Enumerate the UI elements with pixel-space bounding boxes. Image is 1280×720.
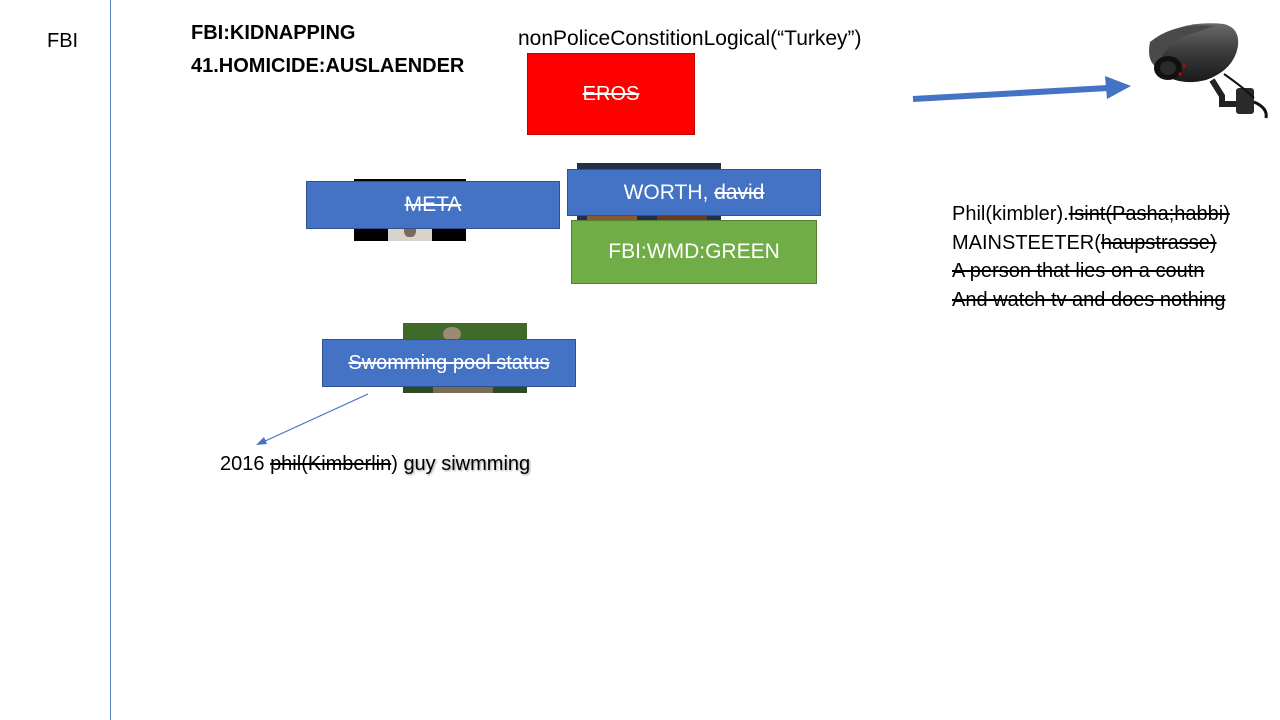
vertical-divider [110,0,111,720]
fbi-wmd-label: FBI:WMD:GREEN [608,240,780,263]
eros-box[interactable]: EROS [527,53,695,135]
caption-shadowed: guy siwmming [403,453,531,475]
code-line-text: nonPoliceConstitionLogical(“Turkey”) [518,27,862,50]
notes-line-4-struck: And watch tv and does nothing [952,288,1226,311]
notes-line-1: Phil(kimbler).Isint(Pasha;habbi) [952,200,1230,229]
notes-line-2-plain: MAINSTEETER( [952,231,1101,254]
meta-label: META [404,193,462,216]
notes-block: Phil(kimbler).Isint(Pasha;habbi) MAINSTE… [952,200,1230,314]
worth-struck-name: david [714,180,765,204]
meta-box[interactable]: META [306,181,560,229]
notes-line-1-plain: Phil(kimbler). [952,203,1069,225]
notes-line-3-struck: A person that lies on a coutn [952,260,1205,282]
fbi-wmd-box[interactable]: FBI:WMD:GREEN [571,220,817,284]
caption-text: 2016 phil(Kimberlin) guy siwmming [220,453,530,476]
heading-kidnapping: FBI:KIDNAPPING [191,22,356,44]
swimming-status-label: Swomming pool status [348,351,550,374]
caption-struck: phil(Kimberlin [270,453,392,475]
caption-year: 2016 [220,453,271,475]
notes-line-2: MAINSTEETER(haupstrasse) [952,229,1230,258]
left-label: FBI [47,30,79,52]
notes-line-4: And watch tv and does nothing [952,286,1230,315]
caption-rest: ) [391,453,404,475]
swimming-status-box[interactable]: Swomming pool status [322,339,576,387]
worth-box[interactable]: WORTH, david [567,169,821,216]
worth-label: WORTH, [623,180,715,204]
eros-label: EROS [582,82,640,105]
notes-line-3: A person that lies on a coutn [952,257,1230,286]
notes-line-1-struck: Isint(Pasha;habbi) [1068,203,1230,225]
notes-line-2-struck: haupstrasse) [1100,231,1217,254]
heading-homicide: 41.HOMICIDE:AUSLAENDER [191,55,465,77]
security-camera-icon [1149,23,1268,119]
